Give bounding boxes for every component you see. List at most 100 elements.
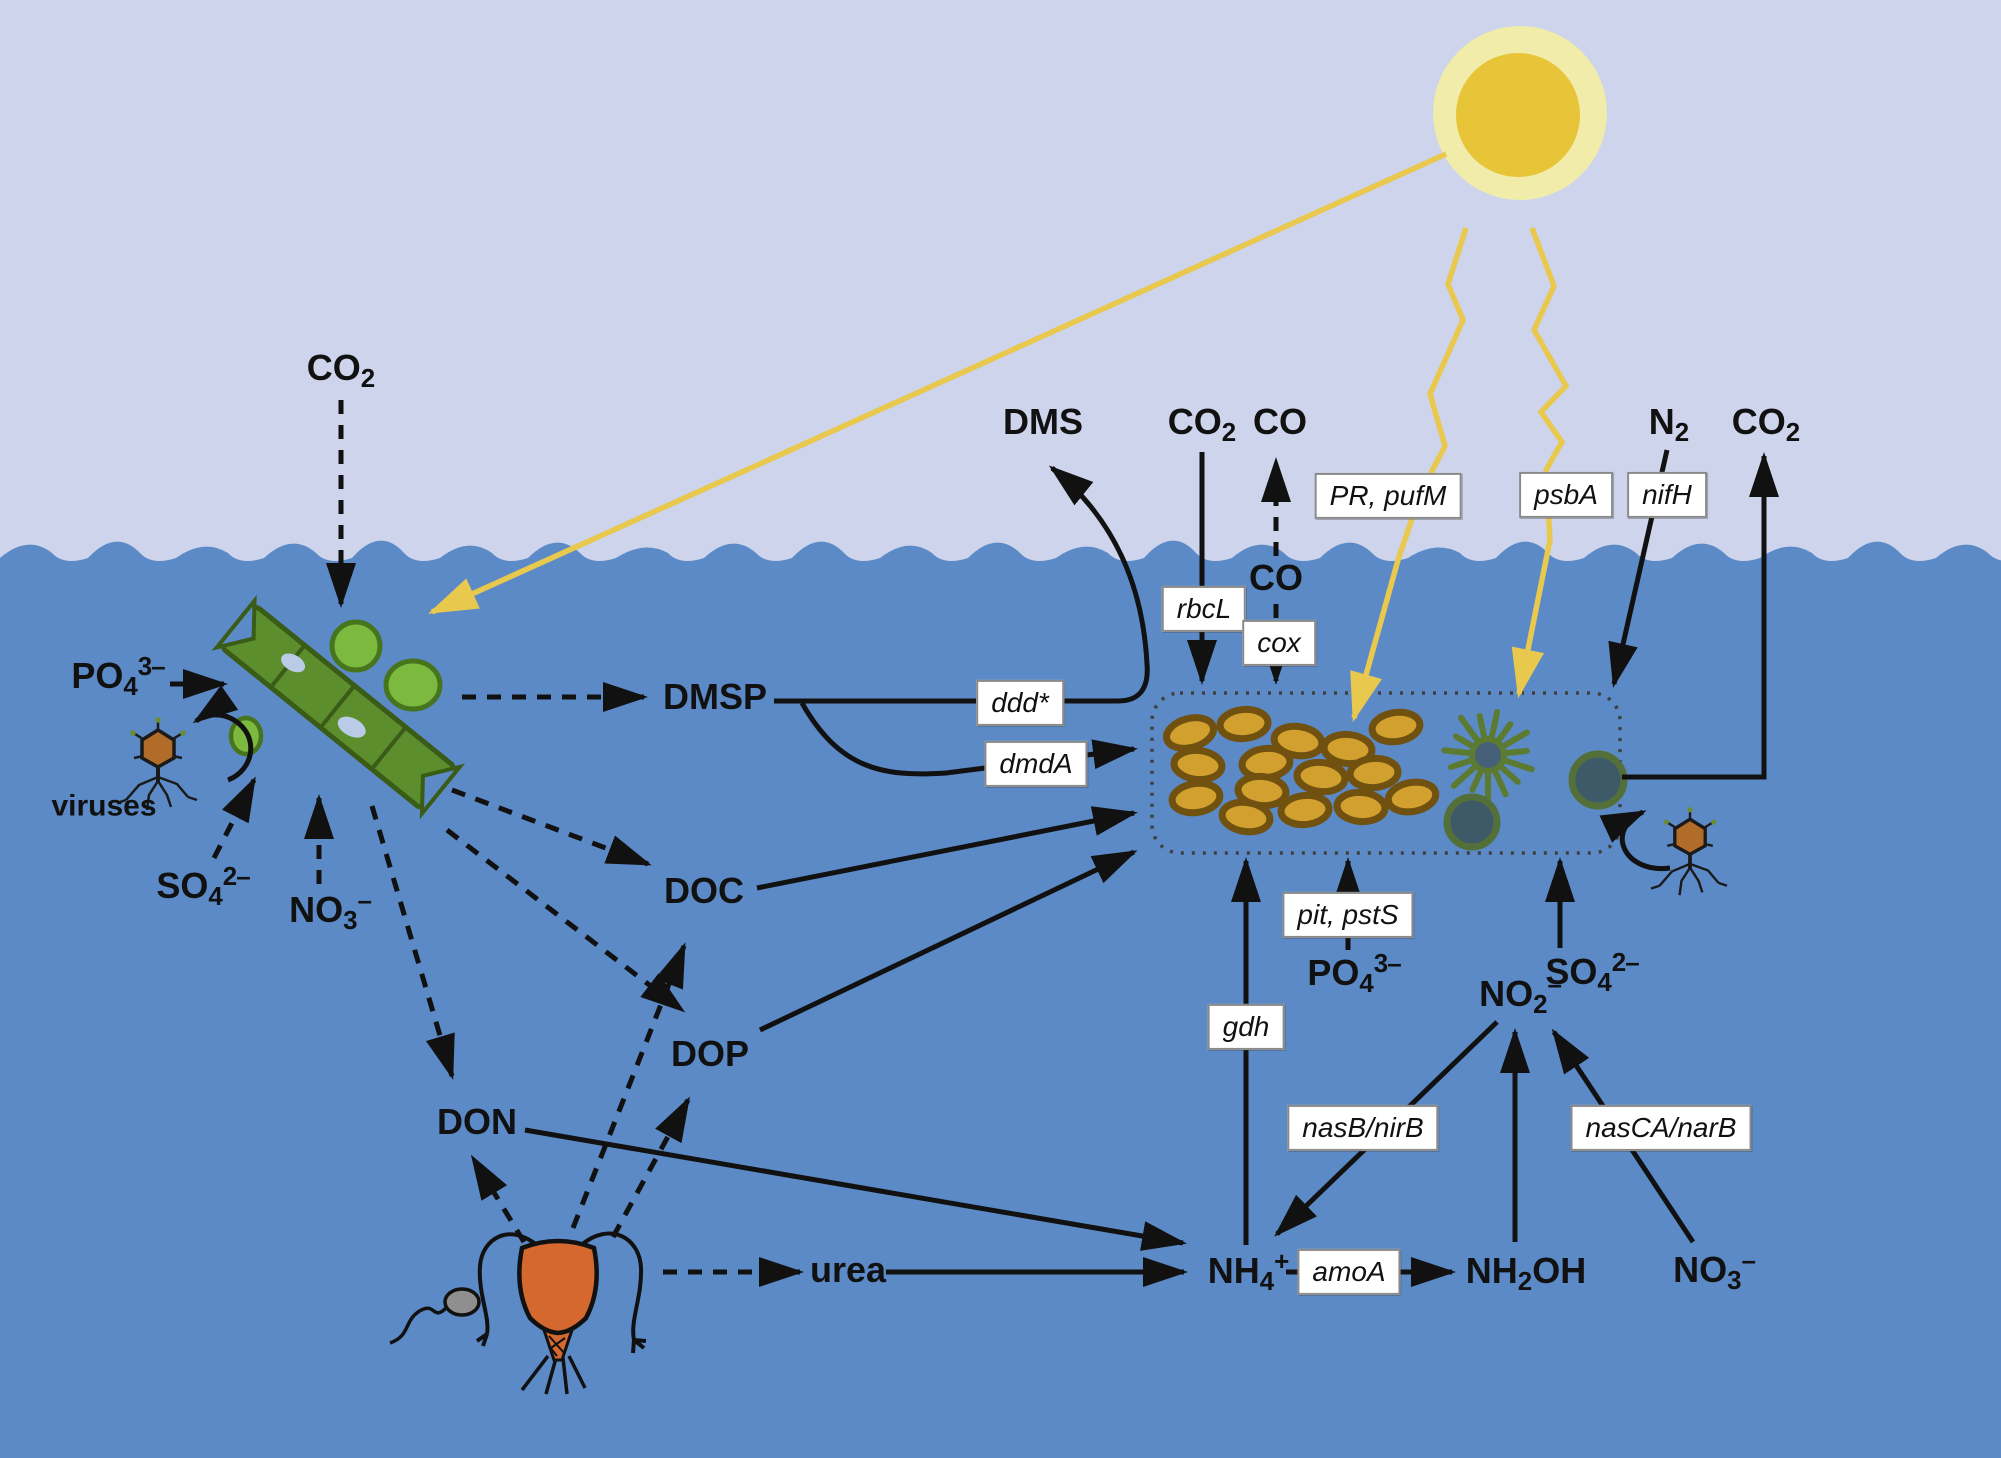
label-co2-air-left: CO2 <box>307 347 375 393</box>
algal-cell <box>329 619 383 673</box>
arrow-don-to-nh4 <box>524 1127 1187 1251</box>
label-po4-left-sub: 4 <box>123 673 138 702</box>
bacterium-cell <box>1320 730 1376 768</box>
gene-box-rbcl: rbcL <box>1161 585 1247 633</box>
diatom-notch <box>337 716 366 738</box>
diatom-chain <box>211 594 465 820</box>
bacterium-cell <box>1346 754 1402 792</box>
label-dmsp: DMSP <box>663 676 767 722</box>
label-no3-right-sup: – <box>1741 1246 1756 1275</box>
gene-box-ddd: ddd* <box>976 679 1064 727</box>
teal-cell <box>1568 750 1628 810</box>
label-n2-air: N2 <box>1649 401 1689 447</box>
gene-box-pr-pufm: PR, pufM <box>1314 472 1462 520</box>
gene-box-amoa: amoA <box>1297 1248 1401 1296</box>
arrow-lysis-loop-right <box>1599 809 1671 871</box>
teal-cell <box>1443 793 1501 851</box>
label-don: DON <box>437 1101 517 1147</box>
bacterial-cells <box>1163 705 1440 836</box>
spiky-picoplankton <box>1441 708 1535 803</box>
label-co2-air-left-base: CO <box>306 346 361 388</box>
copepod-antenna-left <box>475 1232 540 1347</box>
flagellate <box>389 1287 481 1345</box>
arrow-dmsp-ddd-dms <box>774 465 1150 704</box>
bacterium-cell <box>1168 779 1224 817</box>
label-co2-air-right-sub: 2 <box>1785 419 1801 448</box>
label-no3-left-sup: – <box>357 886 372 915</box>
label-n2-air-base: N <box>1648 400 1675 442</box>
label-viruses-base: viruses <box>51 789 157 823</box>
diatom-notch <box>281 653 306 673</box>
arrow-copepod-to-don <box>470 1154 527 1244</box>
label-urea: urea <box>810 1249 886 1295</box>
gene-box-cox: cox <box>1242 619 1316 667</box>
sun-core <box>1456 53 1580 177</box>
bacterium-cell <box>1333 788 1389 826</box>
label-co-air-base: CO <box>1253 400 1307 442</box>
bacterium-cell <box>1218 798 1274 836</box>
label-co2-air-right: CO2 <box>1732 401 1800 447</box>
label-nh4-base: NH <box>1207 1249 1260 1291</box>
label-no2: NO2– <box>1479 972 1562 1020</box>
label-co2-air-center-base: CO <box>1167 400 1222 442</box>
label-co2-air-center-sub: 2 <box>1221 419 1237 448</box>
label-co2-air-right-base: CO <box>1731 400 1786 442</box>
flagellate-head <box>443 1287 481 1317</box>
copepod-body <box>517 1238 599 1336</box>
label-po4-left: PO43– <box>71 652 166 702</box>
label-nh2oh-base: NH <box>1465 1249 1518 1291</box>
bacterium-cell <box>1170 746 1226 784</box>
copepod-tail-hatch <box>548 1335 566 1357</box>
label-no2-sub: 2 <box>1533 991 1548 1020</box>
flagellum <box>389 1306 448 1345</box>
gene-box-gdh: gdh <box>1207 1003 1285 1051</box>
label-dmsp-base: DMSP <box>662 675 768 717</box>
arrow-dop-to-bacteria <box>758 849 1138 1033</box>
label-po4-right-sub: 4 <box>1359 970 1374 999</box>
gene-box-dmda: dmdA <box>984 740 1088 788</box>
copepod-antenna-right <box>578 1231 647 1354</box>
gene-box-nasb-nirb: nasB/nirB <box>1287 1104 1439 1152</box>
arrow-dmsp-dmda-bacteria <box>799 701 1138 777</box>
picocyanobacteria <box>1443 750 1628 851</box>
label-no3-right-base: NO <box>1673 1248 1728 1290</box>
label-co-water: CO <box>1249 557 1303 603</box>
label-no3-right: NO3– <box>1673 1246 1756 1295</box>
label-doc-base: DOC <box>664 869 744 911</box>
label-no3-left-base: NO <box>289 888 344 930</box>
label-no3-left-sub: 3 <box>343 907 358 936</box>
gene-box-pit-psts: pit, pstS <box>1282 891 1414 939</box>
label-nh4: NH4+ <box>1207 1247 1290 1296</box>
arrow-copepod-to-doc <box>570 942 687 1229</box>
arrow-copepod-to-dop <box>610 1096 691 1239</box>
arrow-diatom-to-doc <box>451 787 652 867</box>
label-po4-right: PO43– <box>1307 949 1402 999</box>
label-nh2oh: NH2OH <box>1466 1250 1586 1296</box>
label-co-air: CO <box>1253 401 1307 447</box>
label-so4-left-sup: 2– <box>222 862 251 891</box>
label-don-base: DON <box>437 1100 517 1142</box>
algal-cell <box>383 658 443 712</box>
arrow-light-pr-pufm <box>1350 227 1469 723</box>
label-po4-right-sup: 3– <box>1373 949 1402 978</box>
label-nh2oh-post: OH <box>1532 1249 1587 1291</box>
label-so4-right: SO42– <box>1545 950 1639 998</box>
copepod-legs <box>520 1354 587 1395</box>
label-nh4-sup: + <box>1274 1247 1289 1276</box>
label-dop: DOP <box>671 1033 749 1079</box>
arrow-bacteria-co2-outgas <box>1622 451 1779 780</box>
bacterium-cell <box>1277 791 1333 829</box>
label-po4-left-sup: 3– <box>137 652 166 681</box>
copepod <box>475 1231 647 1395</box>
diatom-end-notch <box>419 763 465 820</box>
label-nh2oh-sub: 2 <box>1517 1268 1533 1297</box>
label-co2-air-center: CO2 <box>1168 401 1236 447</box>
label-so4-right-sub: 4 <box>1597 969 1612 998</box>
arrow-sunlight-ray <box>427 151 1448 615</box>
label-po4-right-base: PO <box>1307 951 1360 993</box>
label-co-water-base: CO <box>1249 556 1303 598</box>
spiky-cell-core <box>1475 742 1501 768</box>
sun <box>1433 26 1607 200</box>
